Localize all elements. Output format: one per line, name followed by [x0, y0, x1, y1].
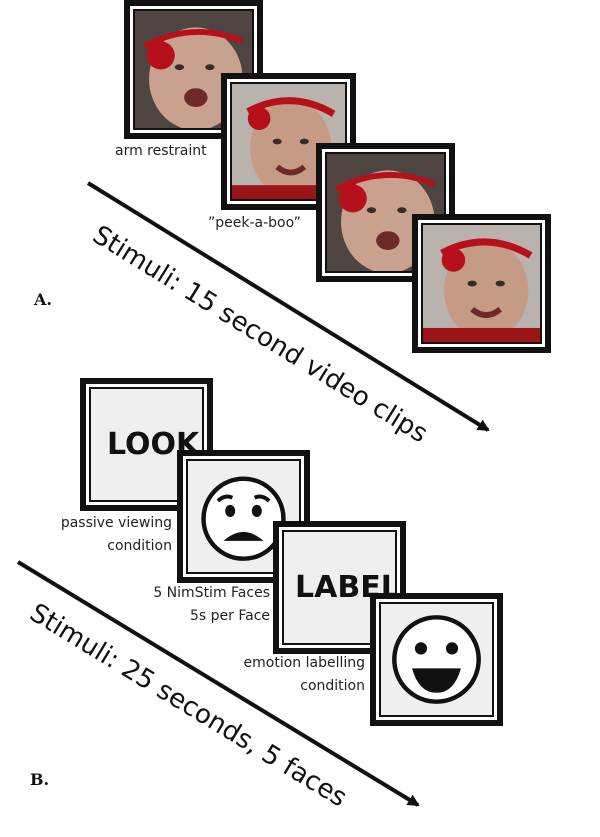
caption-emotion-labelling: emotion labelling condition: [215, 652, 365, 698]
caption-peek-a-boo: ”peek-a-boo”: [208, 215, 301, 231]
caption-nimstim-line2: 5s per Face: [189, 608, 270, 624]
caption-passive-line2: condition: [107, 538, 172, 554]
timeline-arrow-a: [86, 181, 490, 432]
sad-face-icon: [201, 476, 286, 561]
caption-passive-viewing: passive viewing condition: [40, 512, 172, 558]
happy-face-card: [370, 593, 503, 726]
sad-face-card: [177, 450, 310, 583]
happy-face-icon: [392, 615, 481, 704]
caption-emotion-line1: emotion labelling: [243, 655, 365, 671]
caption-arm-restraint: arm restraint: [115, 143, 207, 159]
caption-passive-line1: passive viewing: [60, 515, 172, 531]
caption-nimstim-line1: 5 NimStim Faces: [153, 585, 270, 601]
caption-nimstim: 5 NimStim Faces 5s per Face: [120, 582, 270, 628]
panel-b-letter: B.: [30, 770, 50, 789]
baby-face-image: [423, 225, 540, 342]
caption-emotion-line2: condition: [300, 678, 365, 694]
video-frame-4: [412, 214, 551, 353]
panel-a-letter: A.: [34, 290, 52, 309]
timeline-arrow-b: [16, 560, 420, 807]
